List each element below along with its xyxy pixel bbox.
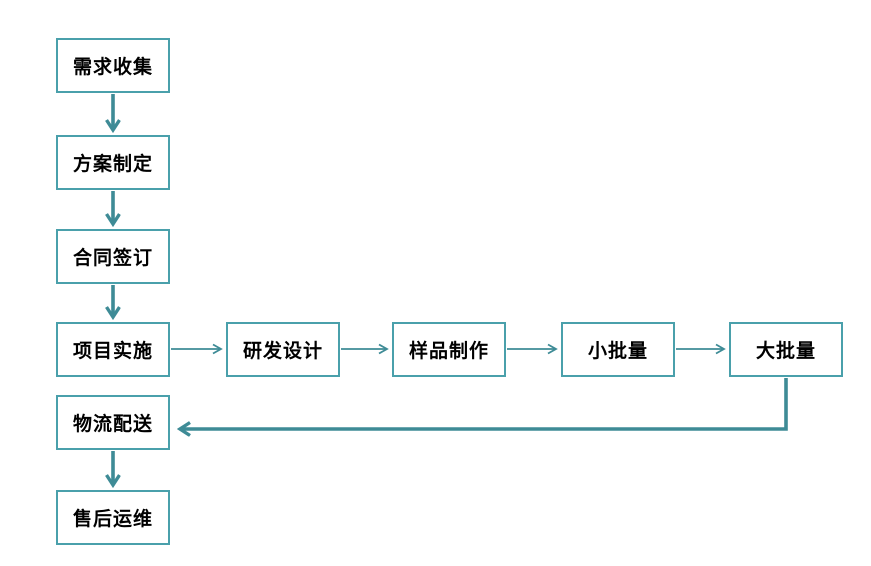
node-rd-design-label: 研发设计 xyxy=(242,341,323,362)
node-small-batch-label: 小批量 xyxy=(587,341,648,362)
node-plan-formulation-label: 方案制定 xyxy=(72,154,153,175)
node-contract-signing: 合同签订 xyxy=(56,229,170,284)
node-rd-design: 研发设计 xyxy=(226,322,340,377)
node-after-sales-maintenance-label: 售后运维 xyxy=(72,509,153,530)
arrow-large-batch-to-logistics xyxy=(180,378,788,429)
node-plan-formulation: 方案制定 xyxy=(56,135,170,190)
node-after-sales-maintenance: 售后运维 xyxy=(56,490,170,545)
node-large-batch-label: 大批量 xyxy=(755,341,816,362)
node-requirements-collection-label: 需求收集 xyxy=(72,57,153,78)
node-large-batch: 大批量 xyxy=(729,322,843,377)
node-project-implementation: 项目实施 xyxy=(56,322,170,377)
node-sample-production-label: 样品制作 xyxy=(408,341,489,362)
node-sample-production: 样品制作 xyxy=(392,322,506,377)
node-contract-signing-label: 合同签订 xyxy=(72,248,153,269)
node-small-batch: 小批量 xyxy=(561,322,675,377)
node-project-implementation-label: 项目实施 xyxy=(72,341,153,362)
node-logistics-delivery-label: 物流配送 xyxy=(72,414,153,435)
node-logistics-delivery: 物流配送 xyxy=(56,395,170,450)
node-requirements-collection: 需求收集 xyxy=(56,38,170,93)
